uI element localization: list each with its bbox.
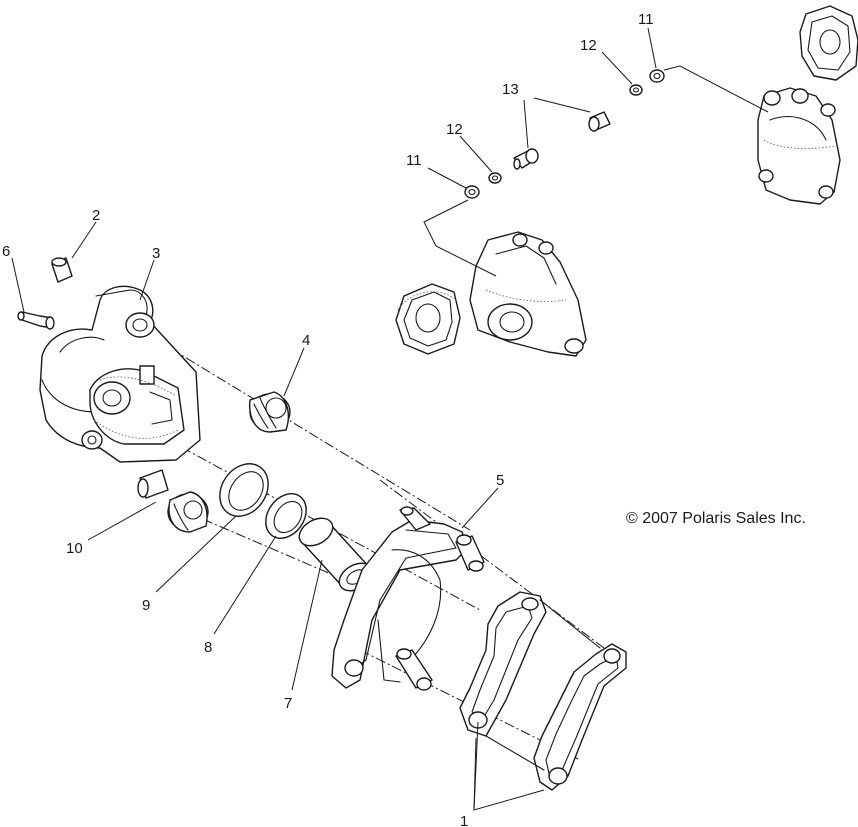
- boot-part-10: [137, 469, 209, 533]
- callout-8: 8: [204, 639, 212, 656]
- callout-11-upper: 11: [638, 11, 654, 28]
- bracket-part-5: [331, 506, 485, 691]
- copyright-notice: © 2007 Polaris Sales Inc.: [626, 510, 806, 527]
- callout-11-lower: 11: [406, 152, 422, 169]
- seal-ring-part-9: [219, 463, 269, 517]
- leader-lines: [11, 27, 769, 811]
- bolt-part-13-upper: [588, 111, 611, 132]
- boot-part-4: [249, 391, 291, 433]
- bleed-screw-part-6: [17, 311, 55, 330]
- callout-4: 4: [302, 332, 310, 349]
- callout-12-lower: 12: [446, 121, 463, 138]
- callout-labels: 1 2 3 4 5 6 7 8 9 10 11 11 12 12 13: [2, 11, 654, 827]
- mounted-caliper-left: [395, 231, 587, 357]
- piston-part-7: [298, 517, 374, 592]
- caliper-housing: [39, 285, 201, 463]
- callout-13: 13: [502, 81, 519, 98]
- bolt-part-13-lower: [513, 148, 539, 170]
- callout-10: 10: [66, 540, 83, 557]
- washer-part-12-upper: [629, 84, 643, 96]
- assembly-lines: [139, 329, 621, 761]
- callout-6: 6: [2, 243, 10, 260]
- washer-part-11-upper: [649, 69, 665, 83]
- washer-part-12-lower: [488, 172, 502, 184]
- callout-3: 3: [152, 245, 160, 262]
- callout-5: 5: [496, 472, 504, 489]
- washer-part-11-lower: [464, 185, 480, 199]
- brake-pads-part-1: [459, 591, 627, 791]
- seal-ring-part-8: [265, 493, 307, 539]
- callout-7: 7: [284, 695, 292, 712]
- mounted-caliper-right: [757, 5, 858, 205]
- callout-1: 1: [460, 813, 468, 827]
- callout-12-upper: 12: [580, 37, 597, 54]
- sleeve-part-2: [51, 257, 73, 283]
- callout-2: 2: [92, 207, 100, 224]
- callout-9: 9: [142, 597, 150, 614]
